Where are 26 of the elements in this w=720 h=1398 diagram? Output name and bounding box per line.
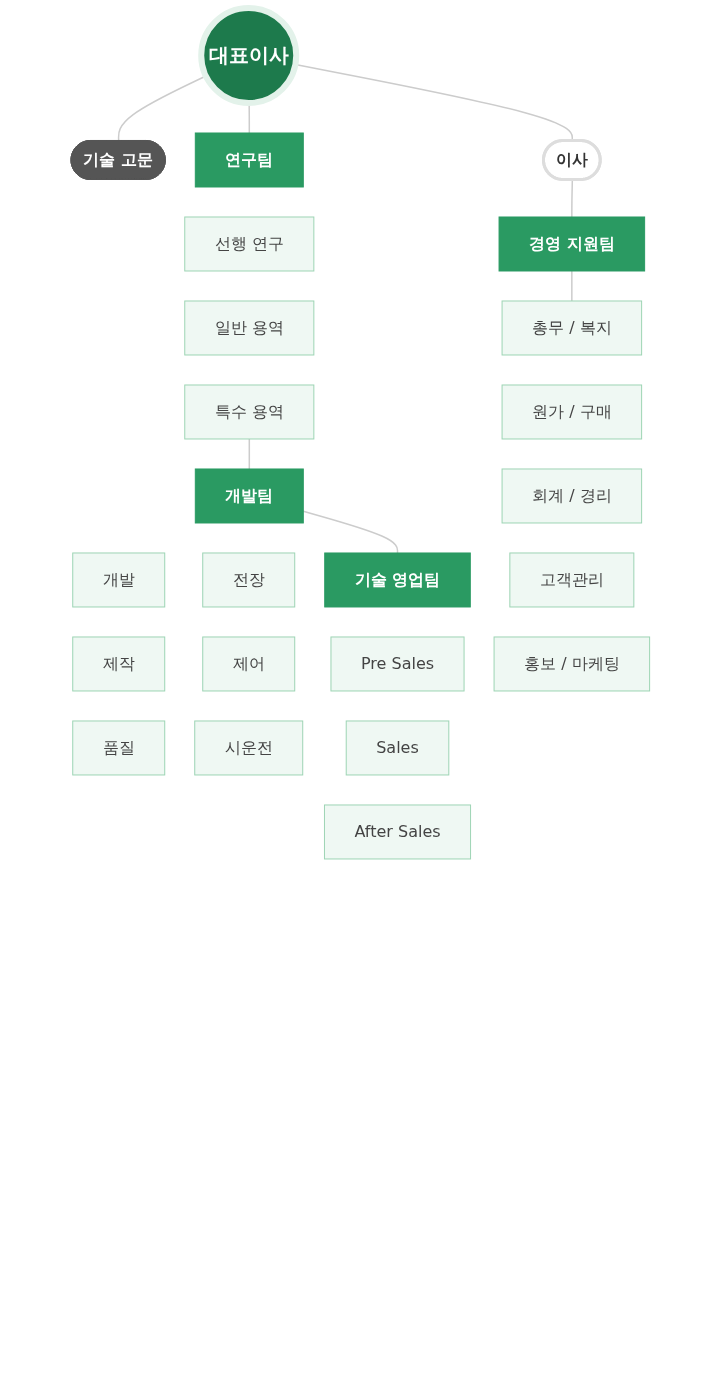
- connector: [570, 270, 573, 302]
- node-box: 총무 / 복지: [501, 300, 642, 356]
- node-box: 개발: [71, 552, 165, 608]
- connector: [302, 510, 398, 554]
- node-box: 연구팀: [194, 132, 304, 188]
- node-box: Pre Sales: [330, 636, 465, 692]
- node-circle: 대표이사: [197, 5, 299, 106]
- node-box: 제어: [201, 636, 295, 692]
- node-box: 기술 영업팀: [323, 552, 471, 608]
- node-box: 경영 지원팀: [498, 216, 645, 272]
- node-box: 전장: [201, 552, 295, 608]
- node-box: After Sales: [323, 804, 471, 860]
- connector: [248, 438, 250, 470]
- node-box: 회계 / 경리: [501, 468, 642, 524]
- node-box: 제작: [71, 636, 165, 692]
- connector: [570, 179, 573, 218]
- node-box: 품질: [71, 720, 165, 776]
- node-box: 시운전: [193, 720, 303, 776]
- node-box: 일반 용역: [183, 300, 315, 356]
- node-box: 선행 연구: [183, 216, 315, 272]
- node-box: 홍보 / 마케팅: [493, 636, 650, 692]
- node-box: 고객관리: [509, 552, 635, 608]
- node-box: Sales: [345, 720, 449, 776]
- node-box: 특수 용역: [183, 384, 315, 440]
- node-box: 원가 / 구매: [501, 384, 642, 440]
- node-box: 개발팀: [194, 468, 304, 524]
